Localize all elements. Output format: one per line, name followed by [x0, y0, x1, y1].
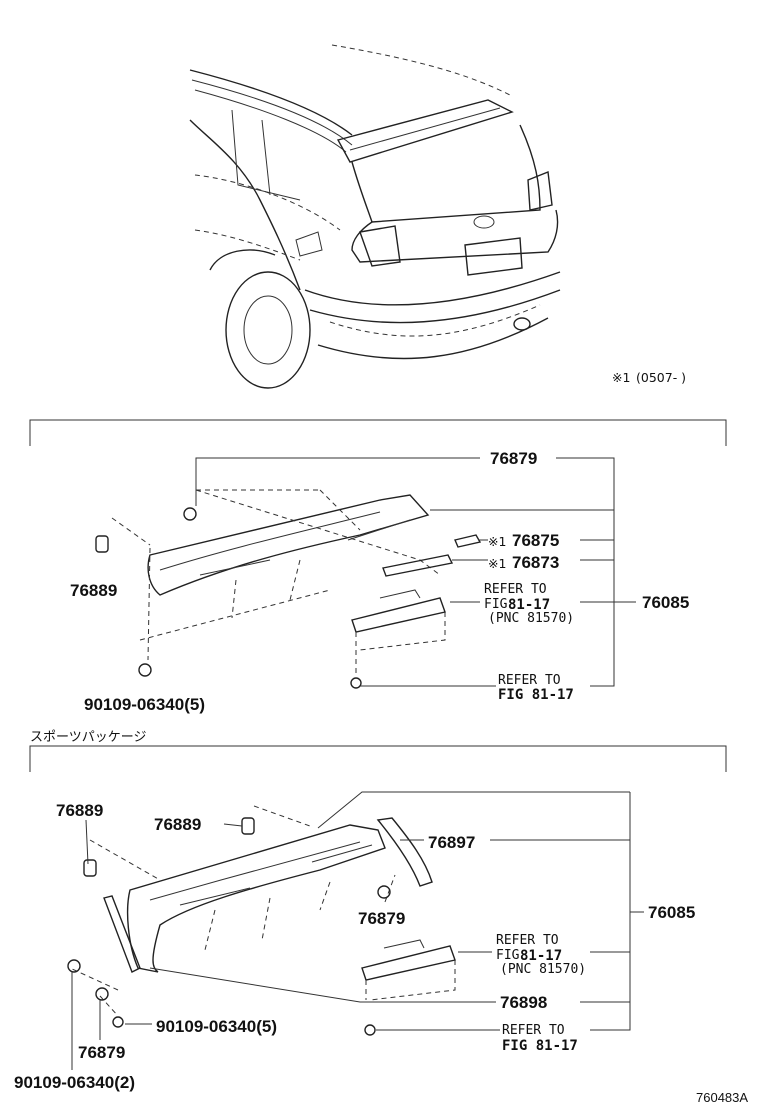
ref1-fig: FIG [484, 597, 508, 612]
ref3-line1: REFER TO [496, 933, 559, 948]
seal-76873 [382, 554, 454, 577]
part-76085-b[interactable]: 76085 [648, 903, 695, 922]
bolt5-icon [112, 1016, 124, 1028]
clip-76879b-icon [95, 987, 109, 1001]
vehicle-note-range: (0507- ) [636, 370, 686, 385]
section2-bracket [29, 745, 727, 772]
vehicle-note-mark: ※1 [612, 370, 630, 385]
part-76879[interactable]: 76879 [490, 449, 537, 468]
part-76873[interactable]: 76873 [512, 553, 559, 572]
ref1-pnc: (PNC 81570) [488, 611, 574, 626]
section1-bracket [29, 419, 727, 446]
ref2-line1: REFER TO [498, 673, 561, 688]
part-76889-a[interactable]: 76889 [56, 801, 103, 820]
part-76879-a[interactable]: 76879 [358, 909, 405, 928]
ref4-fig-link[interactable]: FIG 81-17 [502, 1038, 578, 1054]
bolt-90109-06340-5b[interactable]: 90109-06340(5) [156, 1017, 277, 1036]
part-76085[interactable]: 76085 [642, 593, 689, 612]
bolt-90109-06340-2[interactable]: 90109-06340(2) [14, 1073, 135, 1092]
part-76897[interactable]: 76897 [428, 833, 475, 852]
section2-spoiler [67, 791, 630, 1036]
seal-76875 [454, 534, 482, 548]
bolt-icon [138, 663, 152, 677]
screw-icon [350, 677, 362, 689]
bolt-90109-06340-5[interactable]: 90109-06340(5) [84, 695, 205, 714]
ref3-fig: FIG [496, 948, 520, 963]
bolt2-icon [67, 959, 81, 973]
part-76898[interactable]: 76898 [500, 993, 547, 1012]
stop-lamp-2 [361, 945, 456, 981]
part-76889-b[interactable]: 76889 [154, 815, 201, 834]
stop-lamp [351, 597, 446, 633]
clip-76889-icon [95, 535, 109, 553]
ref2-fig-link[interactable]: FIG 81-17 [498, 687, 574, 703]
ref3-pnc: (PNC 81570) [500, 962, 586, 977]
ref1-line1: REFER TO [484, 582, 547, 597]
ref1-fig-link[interactable]: 81-17 [508, 597, 550, 613]
mark-76875: ※1 [488, 534, 506, 549]
diagram-code: 760483A [696, 1090, 748, 1105]
screw2-icon [364, 1024, 376, 1036]
mark-76873: ※1 [488, 556, 506, 571]
clip-76889b-icon [241, 817, 255, 835]
part-76875[interactable]: 76875 [512, 531, 559, 550]
ref4-line1: REFER TO [502, 1023, 565, 1038]
section1-spoiler [95, 489, 482, 689]
clip-76889a-icon [83, 859, 97, 877]
part-76889[interactable]: 76889 [70, 581, 117, 600]
clip-76879a-icon [377, 885, 391, 899]
part-76879-b[interactable]: 76879 [78, 1043, 125, 1062]
ref3-fig-link[interactable]: 81-17 [520, 948, 562, 964]
section2-header: スポーツパッケージ [30, 730, 146, 745]
vehicle-illustration [189, 44, 561, 389]
clip-76879-icon [183, 507, 197, 521]
